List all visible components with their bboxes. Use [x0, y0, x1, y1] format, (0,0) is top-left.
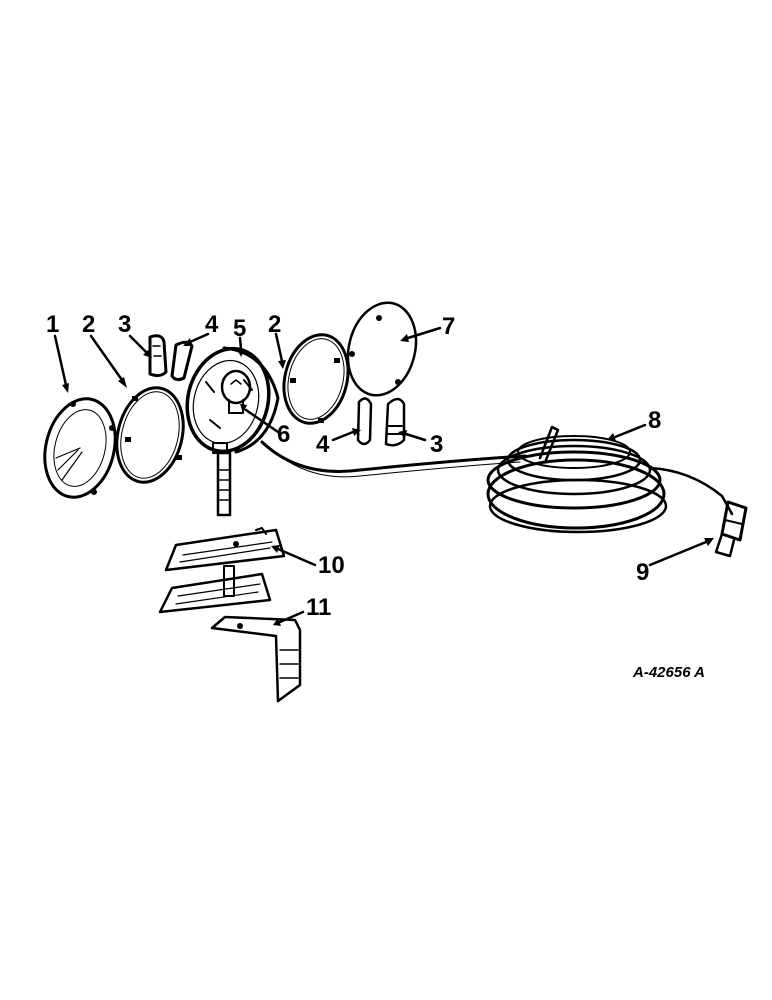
callout-2-right: 2 — [268, 311, 281, 338]
part-4-spring-upper — [170, 340, 194, 382]
part-2-gasket-left — [115, 386, 185, 484]
part-3-clip-upper — [148, 334, 168, 378]
part-1-lens — [43, 397, 117, 499]
callout-4-upper: 4 — [205, 311, 219, 338]
callout-9: 9 — [636, 559, 649, 586]
callout-3-upper: 3 — [118, 311, 131, 338]
callout-6: 6 — [277, 421, 290, 448]
callout-8: 8 — [648, 407, 661, 434]
callout-11: 11 — [306, 594, 331, 621]
figure-number: A-42656 A — [632, 664, 705, 681]
part-7-lens — [346, 301, 418, 397]
callout-1: 1 — [46, 311, 59, 338]
part-10-bracket — [158, 527, 286, 614]
part-8-cable — [260, 425, 734, 534]
part-11-angle-bracket — [210, 615, 302, 703]
callout-4-lower: 4 — [316, 431, 330, 458]
callout-3-lower: 3 — [430, 431, 443, 458]
callout-labels: 1 2 3 4 5 2 7 6 4 3 8 9 10 11 A-42656 A — [46, 311, 705, 681]
callout-2-left: 2 — [82, 311, 95, 338]
mounting-bolt — [216, 451, 232, 517]
callout-10: 10 — [318, 552, 345, 579]
callout-7: 7 — [442, 313, 455, 340]
part-3-clip-lower — [384, 397, 406, 447]
callout-5: 5 — [233, 315, 246, 342]
part-2-gasket-right — [282, 333, 350, 425]
part-4-spring-lower — [356, 397, 373, 446]
part-9-plug — [714, 500, 748, 558]
leader-lines — [53, 326, 714, 626]
